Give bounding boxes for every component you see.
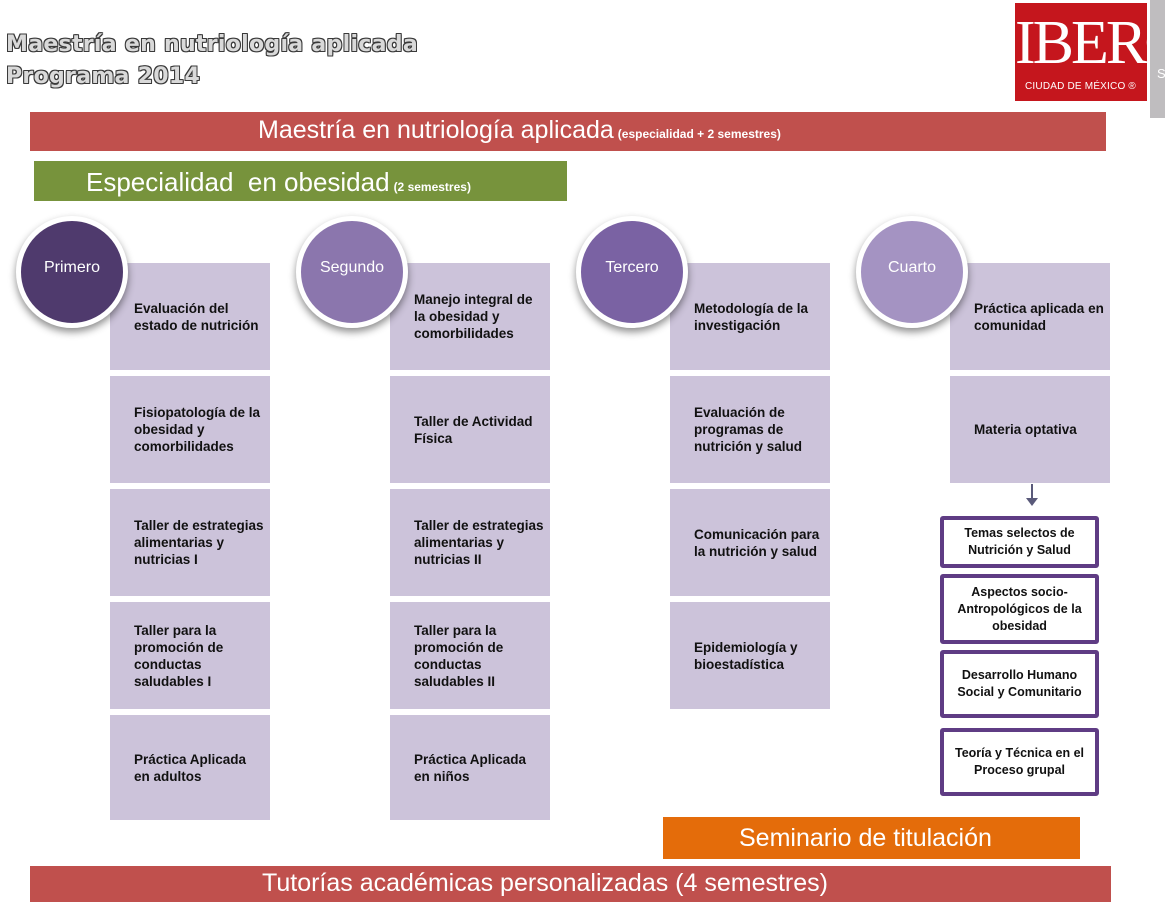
course-box: Manejo integral de la obesidad y comorbi… (390, 263, 550, 370)
tutorials-banner-title: Tutorías académicas personalizadas (4 se… (262, 869, 828, 897)
optional-course-box: Aspectos socio-Antropológicos de la obes… (940, 574, 1099, 644)
logo-subtitle: CIUDAD DE MÉXICO ® (1025, 81, 1136, 92)
course-box: Metodología de la investigación (670, 263, 830, 370)
semester-circle: Cuarto (856, 216, 968, 328)
master-banner-title: Maestría en nutriología aplicada(especia… (258, 116, 781, 145)
optional-course-box: Desarrollo Humano Social y Comunitario (940, 650, 1099, 718)
course-box: Evaluación de programas de nutrición y s… (670, 376, 830, 483)
course-box: Evaluación del estado de nutrición (110, 263, 270, 370)
specialty-banner: Especialidad en obesidad(2 semestres) (34, 161, 567, 201)
course-box: Práctica Aplicada en niños (390, 715, 550, 820)
optional-course-box: Temas selectos de Nutrición y Salud (940, 516, 1099, 568)
master-banner-main: Maestría en nutriología aplicada (258, 116, 614, 144)
side-tab (1150, 0, 1165, 118)
course-box: Taller para la promoción de conductas sa… (390, 602, 550, 709)
course-box: Taller de Actividad Física (390, 376, 550, 483)
course-box: Materia optativa (950, 376, 1110, 483)
arrow-down-icon (1031, 484, 1033, 500)
course-box: Taller de estrategias alimentarias y nut… (390, 489, 550, 596)
course-box: Comunicación para la nutrición y salud (670, 489, 830, 596)
master-banner-sub: (especialidad + 2 semestres) (617, 127, 781, 141)
semester-label: Segundo (319, 259, 385, 276)
page-title: Maestría en nutriología aplicada (6, 32, 418, 57)
specialty-banner-sub: (2 semestres) (393, 180, 471, 194)
specialty-banner-title: Especialidad en obesidad(2 semestres) (86, 167, 471, 198)
logo-word: IBERO (1015, 9, 1165, 77)
semester-circle: Primero (16, 216, 128, 328)
semester-label: Tercero (605, 259, 659, 276)
semester-label: Primero (43, 259, 100, 276)
course-box: Taller de estrategias alimentarias y nut… (110, 489, 270, 596)
seminar-banner: Seminario de titulación (663, 817, 1080, 859)
course-box: Práctica aplicada en comunidad (950, 263, 1110, 370)
tutorials-banner: Tutorías académicas personalizadas (4 se… (30, 866, 1111, 902)
page-subtitle: Programa 2014 (6, 64, 201, 89)
specialty-banner-main: Especialidad en obesidad (86, 167, 390, 197)
semester-circle: Tercero (576, 216, 688, 328)
course-box: Práctica Aplicada en adultos (110, 715, 270, 820)
course-box: Fisiopatología de la obesidad y comorbil… (110, 376, 270, 483)
side-tab-label: Salud / (1157, 66, 1165, 81)
semester-label: Cuarto (887, 259, 937, 276)
course-box: Epidemiología y bioestadística (670, 602, 830, 709)
master-banner: Maestría en nutriología aplicada(especia… (30, 112, 1106, 151)
course-box: Taller para la promoción de conductas sa… (110, 602, 270, 709)
semester-circle: Segundo (296, 216, 408, 328)
seminar-banner-title: Seminario de titulación (739, 824, 992, 852)
optional-course-box: Teoría y Técnica en el Proceso grupal (940, 728, 1099, 796)
ibero-logo: IBERO CIUDAD DE MÉXICO ® (1015, 3, 1165, 101)
arrow-head-icon (1026, 498, 1038, 506)
